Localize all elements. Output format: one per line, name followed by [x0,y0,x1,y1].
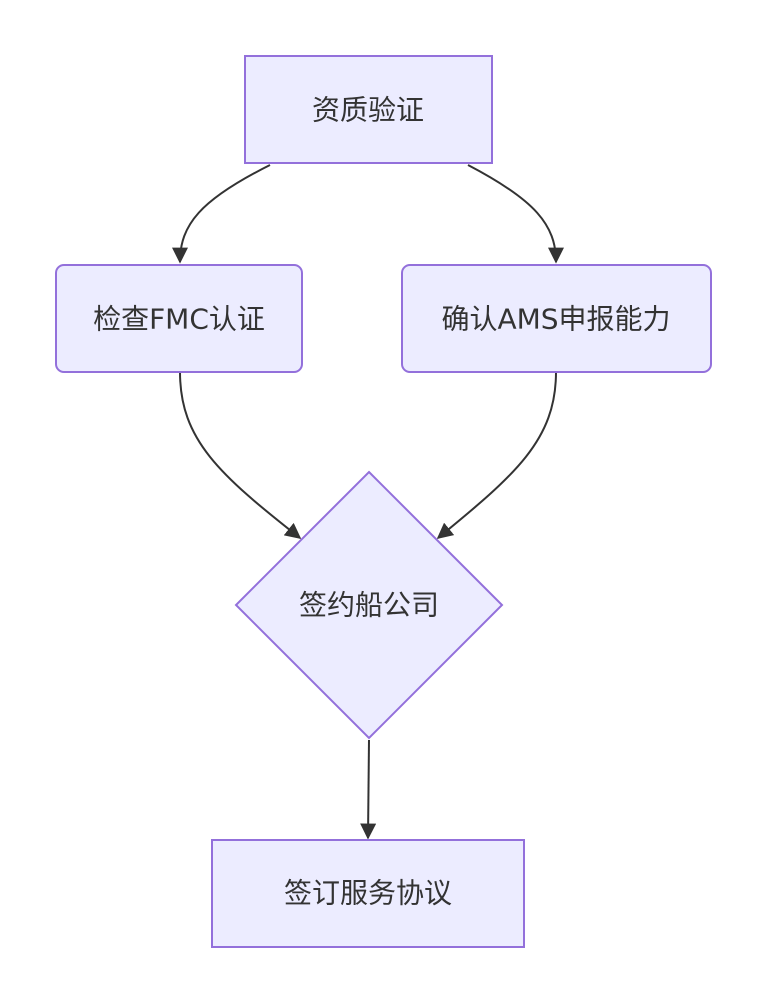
node-qualification-box [244,55,493,164]
node-ams-check-label: 确认AMS申报能力 [441,303,670,336]
edge-qualification-to-ams-check [467,164,564,264]
node-fmc-check-label: 检查FMC认证 [93,303,265,336]
edges [172,164,564,840]
edge-fmc-check-to-sign-carrier [179,371,302,539]
edge-sign-carrier-to-service-agreement [360,739,377,840]
node-sign-carrier[interactable]: 签约船公司 [234,470,504,740]
node-service-agreement-box [211,839,525,948]
node-ams-check[interactable]: 确认AMS申报能力 [401,264,712,373]
node-service-agreement[interactable]: 签订服务协议 [211,839,525,948]
node-ams-check-box [401,264,712,373]
node-sign-carrier-label: 签约船公司 [299,589,439,622]
node-service-agreement-label: 签订服务协议 [284,877,452,910]
node-qualification[interactable]: 资质验证 [244,55,493,164]
node-fmc-check[interactable]: 检查FMC认证 [55,264,303,373]
node-sign-carrier-diamond [234,470,504,740]
edge-ams-check-to-sign-carrier [436,371,557,540]
edge-qualification-to-fmc-check [172,164,271,264]
node-fmc-check-box [55,264,303,373]
node-qualification-label: 资质验证 [312,94,424,127]
